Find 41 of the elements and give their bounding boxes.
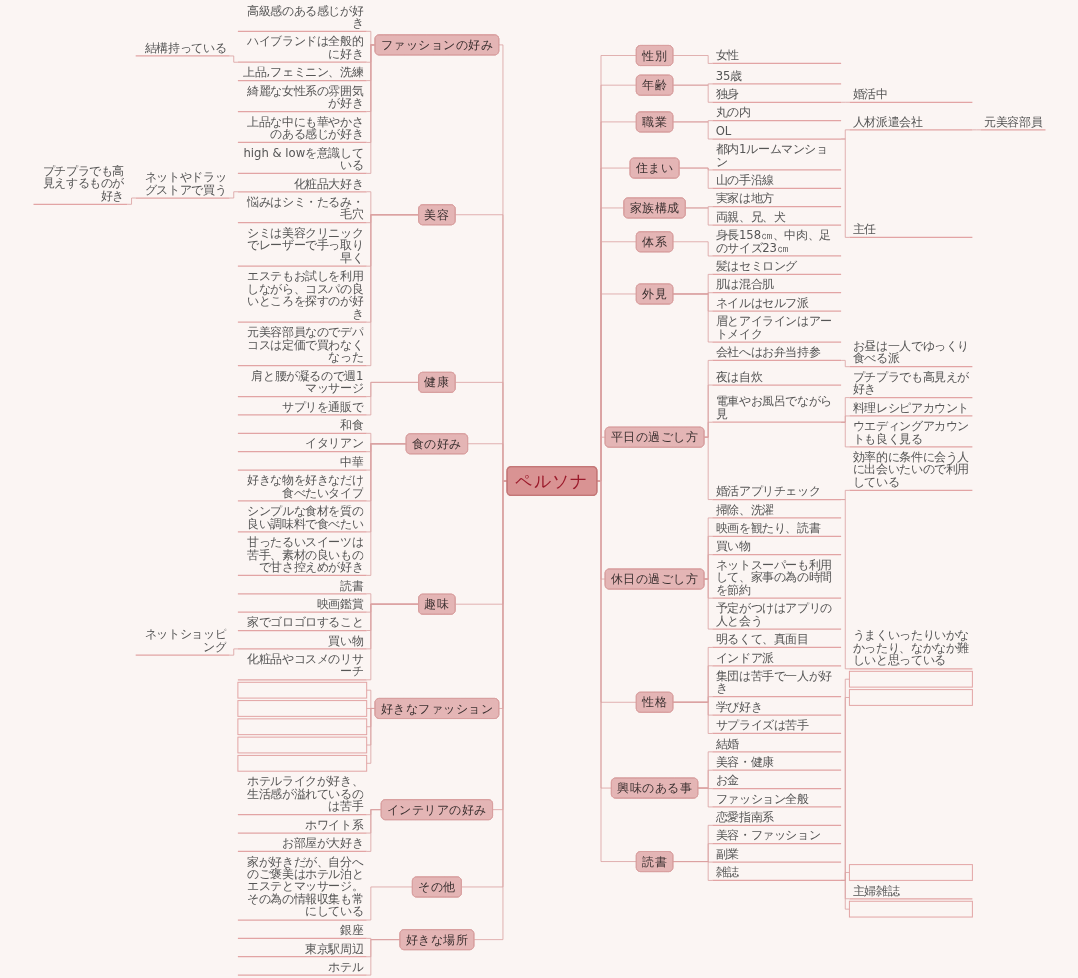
connector (228, 648, 238, 656)
node-box (236, 754, 367, 772)
node-box (236, 700, 367, 717)
node-box (236, 718, 367, 736)
node-box (848, 670, 973, 688)
connector (840, 421, 850, 448)
connector (365, 809, 382, 852)
connector (466, 443, 507, 482)
connector (840, 101, 850, 103)
connector (454, 381, 507, 482)
connector (365, 214, 419, 367)
connector (228, 191, 238, 199)
connector (684, 207, 713, 226)
connector (365, 939, 400, 976)
connector (678, 167, 713, 189)
connector (365, 381, 419, 416)
connector (228, 55, 238, 63)
connector (840, 499, 850, 670)
connector (840, 138, 850, 238)
connector (671, 293, 713, 343)
node-box (848, 689, 973, 706)
connector (671, 241, 713, 257)
connector (365, 886, 413, 921)
connector (365, 443, 407, 576)
connector (126, 197, 136, 205)
node-box (236, 681, 367, 699)
connector (703, 436, 713, 500)
connector (671, 701, 713, 734)
node-box (848, 864, 973, 881)
connector (454, 214, 507, 482)
connector (671, 121, 713, 140)
connector (671, 84, 713, 103)
connector (365, 44, 375, 174)
connector (365, 603, 419, 681)
node-box (848, 900, 973, 918)
node-box (236, 736, 367, 754)
connector (840, 880, 850, 910)
connector (971, 129, 981, 131)
connector (840, 359, 850, 368)
connector (671, 55, 713, 64)
connector (671, 861, 713, 881)
